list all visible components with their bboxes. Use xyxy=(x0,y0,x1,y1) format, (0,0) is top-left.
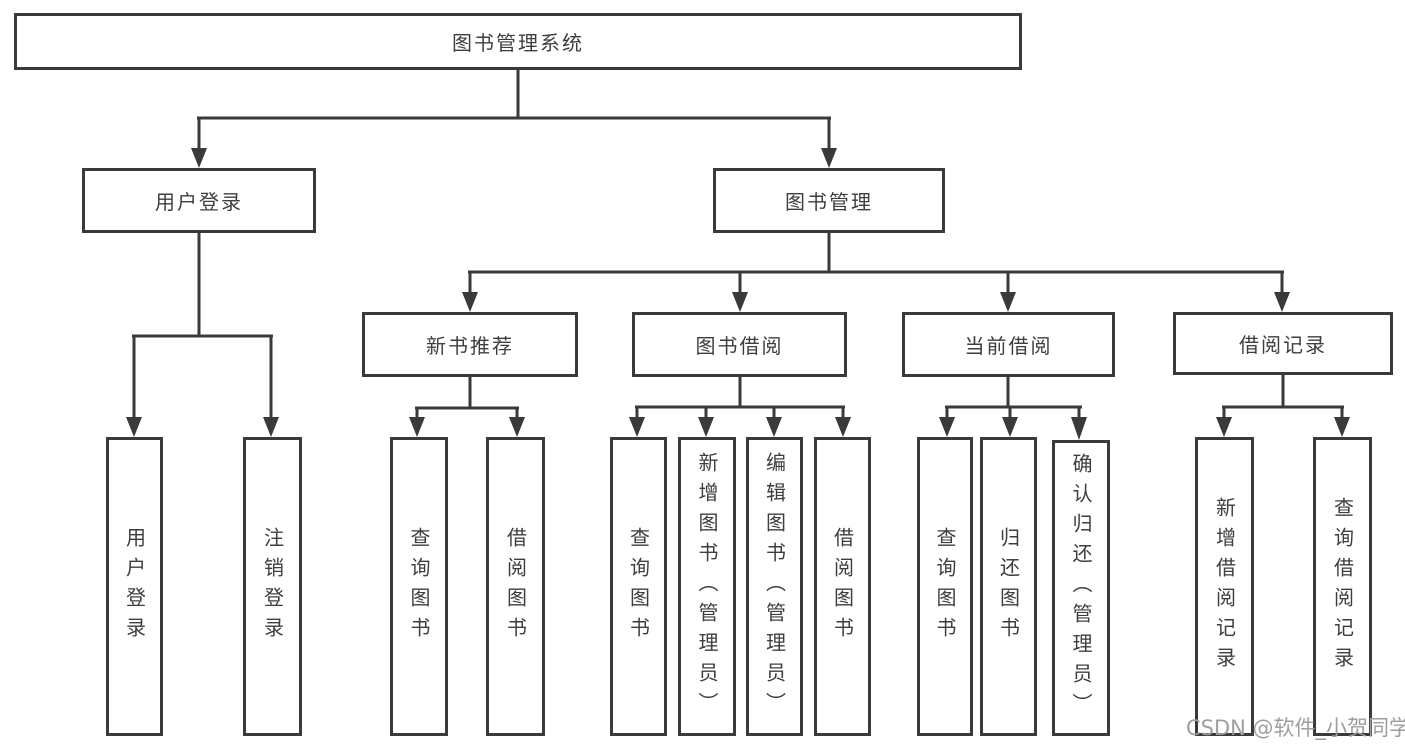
node-book-management-label: 图书管理 xyxy=(785,190,873,214)
leaf-confirm-return-admin-label: 确认归还（管理员） xyxy=(1069,453,1093,723)
leaf-edit-books-admin-label: 编辑图书（管理员） xyxy=(762,451,787,722)
node-current-borrow-label: 当前借阅 xyxy=(964,334,1053,358)
leaf-query-borrow-record-label: 查询借阅记录 xyxy=(1330,496,1355,677)
node-new-book-recommend: 新书推荐 xyxy=(362,312,578,377)
leaf-user-login-label: 用户登录 xyxy=(122,526,147,647)
leaf-borrow-books: 借阅图书 xyxy=(814,437,871,736)
node-borrow-records-label: 借阅记录 xyxy=(1239,333,1327,357)
leaf-user-login: 用户登录 xyxy=(106,437,163,736)
edges-user-login-children xyxy=(126,233,279,437)
leaf-query-books-recommend: 查询图书 xyxy=(390,437,448,736)
leaf-edit-books-admin: 编辑图书（管理员） xyxy=(746,437,803,736)
edges-new-book-recommend-children xyxy=(409,377,525,437)
leaf-logout-label: 注销登录 xyxy=(260,526,285,647)
node-new-book-recommend-label: 新书推荐 xyxy=(426,334,514,358)
node-book-borrow: 图书借阅 xyxy=(632,312,847,377)
leaf-return-books: 归还图书 xyxy=(980,437,1037,736)
leaf-add-books-admin: 新增图书（管理员） xyxy=(678,437,736,736)
leaf-add-books-admin-label: 新增图书（管理员） xyxy=(695,451,719,722)
leaf-borrow-books-recommend: 借阅图书 xyxy=(486,437,545,736)
leaf-return-books-label: 归还图书 xyxy=(996,526,1021,647)
watermark: CSDN @软件_小贺同学 xyxy=(1186,716,1405,740)
node-borrow-records: 借阅记录 xyxy=(1173,312,1393,375)
node-current-borrow: 当前借阅 xyxy=(902,312,1115,377)
node-user-login: 用户登录 xyxy=(82,168,316,233)
leaf-borrow-books-label: 借阅图书 xyxy=(830,526,855,647)
node-book-management: 图书管理 xyxy=(713,168,945,233)
edges-current-borrow-children xyxy=(939,377,1087,440)
leaf-query-borrow-record: 查询借阅记录 xyxy=(1313,437,1372,736)
leaf-query-books-current-label: 查询图书 xyxy=(933,526,957,647)
leaf-logout: 注销登录 xyxy=(243,437,302,736)
leaf-confirm-return-admin: 确认归还（管理员） xyxy=(1052,440,1110,736)
edges-root-to-level2 xyxy=(191,70,837,168)
edges-book-management-to-level3 xyxy=(462,233,1290,312)
leaf-query-books-current: 查询图书 xyxy=(917,437,973,736)
node-root-label: 图书管理系统 xyxy=(452,31,584,55)
edges-book-borrow-children xyxy=(629,377,851,437)
leaf-query-books-borrow-label: 查询图书 xyxy=(626,526,651,647)
leaf-add-borrow-record-label: 新增借阅记录 xyxy=(1212,496,1237,677)
node-user-login-label: 用户登录 xyxy=(155,190,243,214)
leaf-borrow-books-recommend-label: 借阅图书 xyxy=(503,526,528,647)
node-book-borrow-label: 图书借阅 xyxy=(695,334,784,358)
leaf-query-books-recommend-label: 查询图书 xyxy=(407,526,431,647)
node-root: 图书管理系统 xyxy=(14,13,1022,70)
edges-borrow-records-children xyxy=(1216,375,1350,437)
leaf-query-books-borrow: 查询图书 xyxy=(610,437,667,736)
leaf-add-borrow-record: 新增借阅记录 xyxy=(1195,437,1254,736)
